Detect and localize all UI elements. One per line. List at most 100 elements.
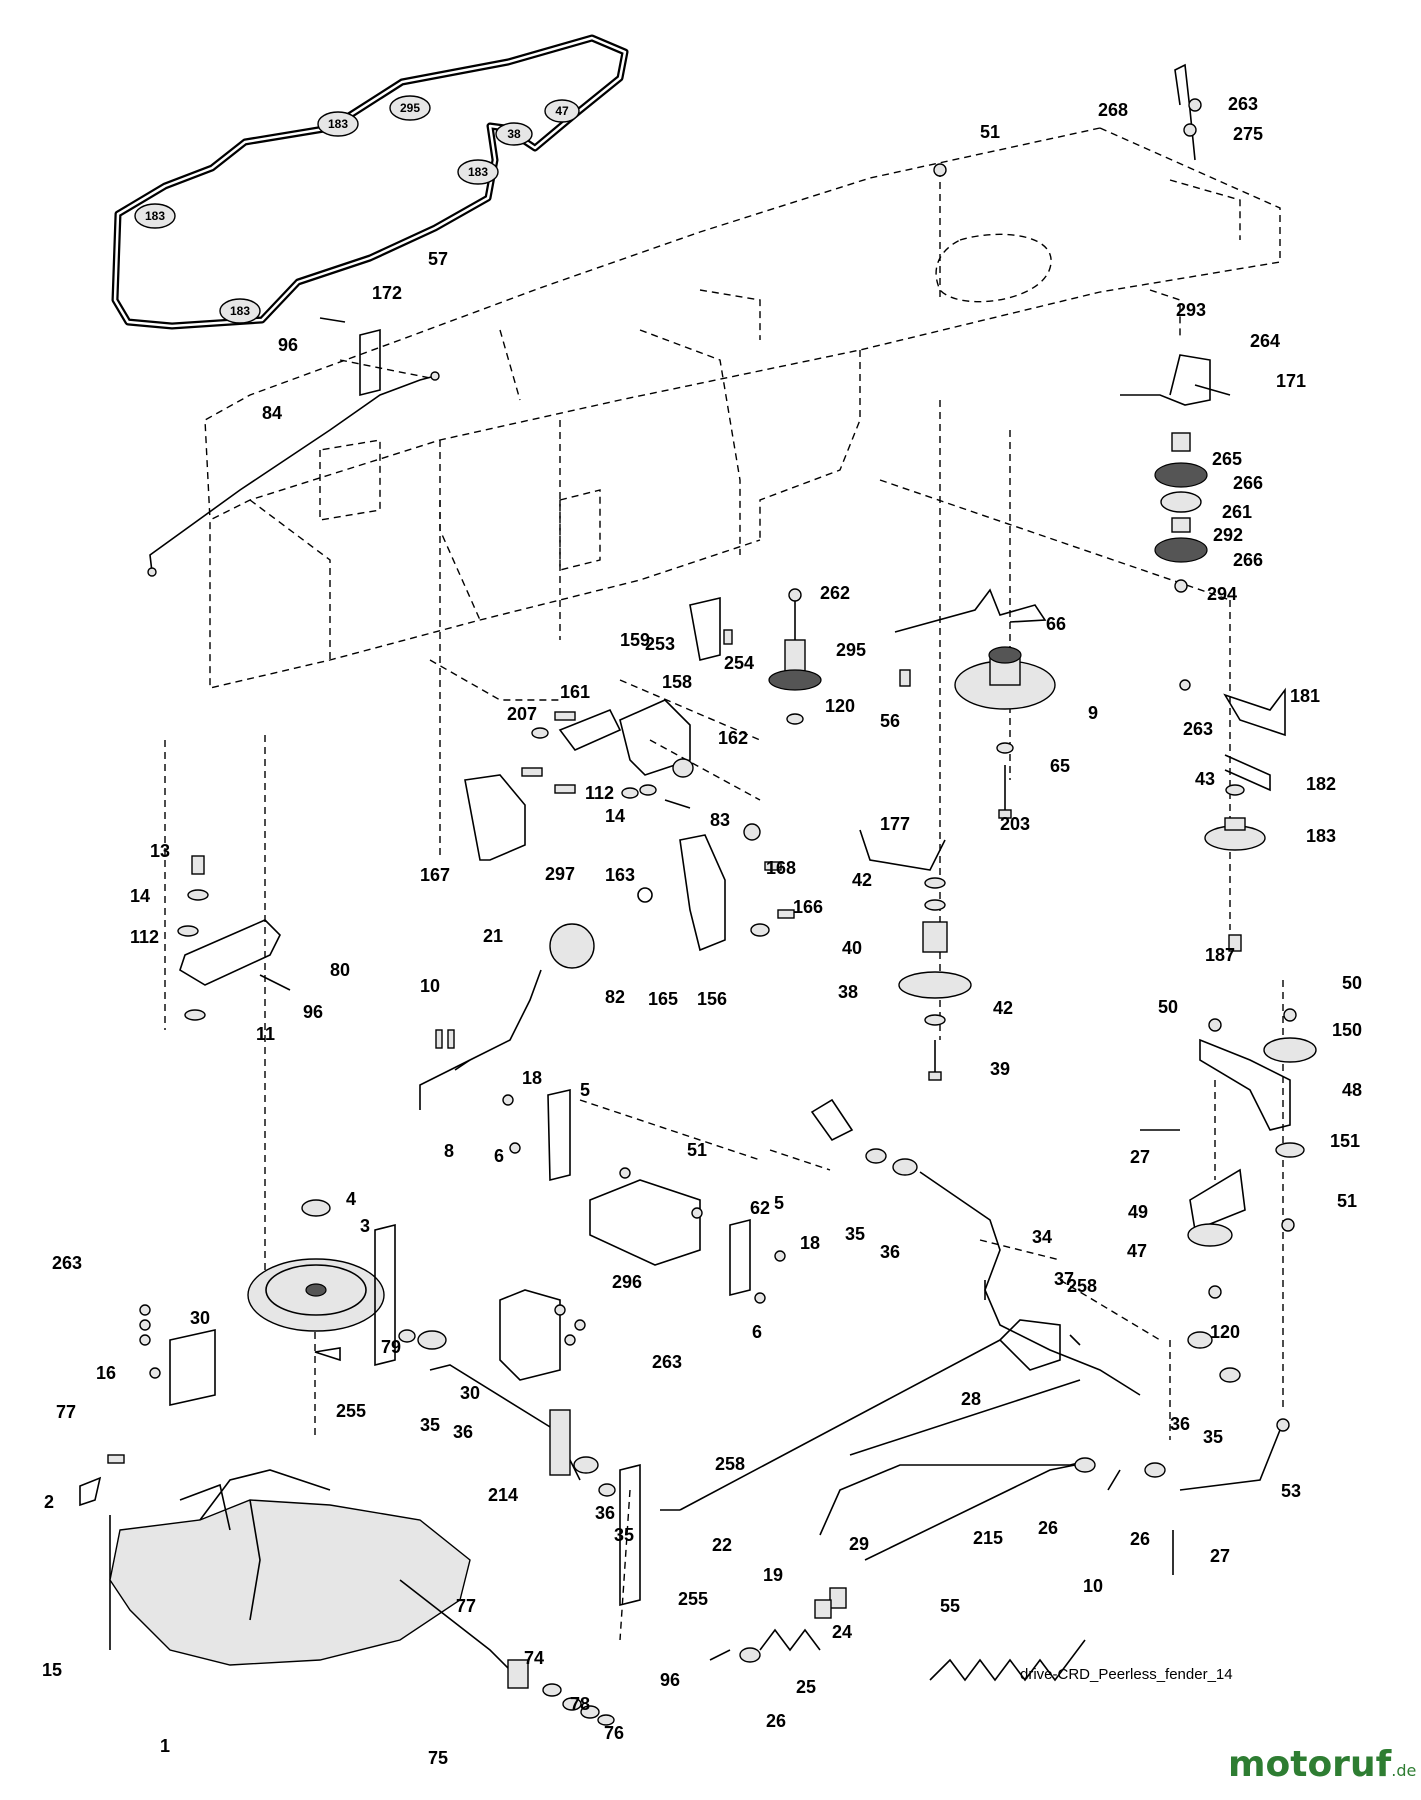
callout: 151: [1330, 1131, 1360, 1151]
callout: 6: [494, 1146, 504, 1166]
callout: 77: [56, 1402, 76, 1422]
callout: 26: [1130, 1529, 1150, 1549]
pulley-icon: 183: [134, 203, 176, 229]
callout: 22: [712, 1535, 732, 1555]
callout: 27: [1210, 1546, 1230, 1566]
callout: 297: [545, 864, 575, 884]
callout: 158: [662, 672, 692, 692]
callout: 55: [940, 1596, 960, 1616]
callout: 74: [524, 1648, 544, 1668]
callout: 65: [1050, 756, 1070, 776]
callout: 261: [1222, 502, 1252, 522]
callout: 96: [278, 335, 298, 355]
callout: 162: [718, 728, 748, 748]
callout: 255: [336, 1401, 366, 1421]
callout: 42: [852, 870, 872, 890]
callout: 51: [687, 1140, 707, 1160]
callout: 258: [1067, 1276, 1097, 1296]
callout: 76: [604, 1723, 624, 1743]
callout: 36: [453, 1422, 473, 1442]
callout: 265: [1212, 449, 1242, 469]
callout: 182: [1306, 774, 1336, 794]
callout: 9: [1088, 703, 1098, 723]
callout: 6: [752, 1322, 762, 1342]
callout: 255: [678, 1589, 708, 1609]
pulley-label: 183: [468, 165, 488, 179]
callout: 13: [150, 841, 170, 861]
callout: 19: [763, 1565, 783, 1585]
drive-belt: [111, 34, 629, 330]
callout: 292: [1213, 525, 1243, 545]
callout: 10: [420, 976, 440, 996]
callout: 35: [420, 1415, 440, 1435]
callout: 263: [1183, 719, 1213, 739]
callout: 156: [697, 989, 727, 1009]
callout: 5: [774, 1193, 784, 1213]
callout: 263: [52, 1253, 82, 1273]
callout: 49: [1128, 1202, 1148, 1222]
callout: 215: [973, 1528, 1003, 1548]
callout: 18: [522, 1068, 542, 1088]
callout: 167: [420, 865, 450, 885]
callout: 10: [1083, 1576, 1103, 1596]
callout: 26: [1038, 1518, 1058, 1538]
pulley-label: 47: [555, 104, 569, 118]
pulley-icon: 183: [317, 111, 359, 137]
callout: 181: [1290, 686, 1320, 706]
part-shapes: [79, 63, 1317, 1726]
callout: 77: [456, 1596, 476, 1616]
callout: 168: [766, 858, 796, 878]
watermark-tld: .de: [1391, 1761, 1417, 1780]
callout: 11: [256, 1024, 275, 1044]
pulley-label: 183: [230, 304, 250, 318]
callout: 262: [820, 583, 850, 603]
callout: 37: [1054, 1269, 1074, 1289]
pulley-label: 183: [328, 117, 348, 131]
callout: 112: [585, 783, 614, 803]
callout: 4: [346, 1189, 356, 1209]
callout: 295: [836, 640, 866, 660]
callout: 120: [825, 696, 855, 716]
callout: 187: [1205, 945, 1235, 965]
callout: 15: [42, 1660, 62, 1680]
diagram-caption: drive-CRD_Peerless_fender_14: [1020, 1666, 1233, 1683]
callout: 79: [381, 1337, 401, 1357]
callout: 266: [1233, 550, 1263, 570]
callout: 2: [44, 1492, 54, 1512]
callout: 16: [96, 1363, 116, 1383]
callout: 264: [1250, 331, 1280, 351]
callout: 51: [980, 122, 1000, 142]
callout: 29: [849, 1534, 869, 1554]
callout: 207: [507, 704, 537, 724]
callout: 163: [605, 865, 635, 885]
watermark-logo: motoruf.de: [1228, 1744, 1416, 1785]
callout: 38: [838, 982, 858, 1002]
pulley-icon: 183: [457, 159, 499, 185]
callout: 80: [330, 960, 350, 980]
pulley-label: 183: [145, 209, 165, 223]
watermark-name: motoruf: [1228, 1744, 1392, 1785]
callout: 112: [130, 927, 159, 947]
callout: 47: [1127, 1241, 1147, 1261]
callout: 177: [880, 814, 910, 834]
callout: 36: [880, 1242, 900, 1262]
leader-lines: [164, 170, 1284, 1641]
pulley-label: 295: [400, 101, 420, 115]
callout: 18: [800, 1233, 820, 1253]
callout: 14: [605, 806, 625, 826]
callout: 166: [793, 897, 823, 917]
callout: 183: [1306, 826, 1336, 846]
callout: 3: [360, 1216, 370, 1236]
callout: 1: [160, 1736, 170, 1756]
callout: 50: [1342, 973, 1362, 993]
callout: 214: [488, 1485, 518, 1505]
callout: 165: [648, 989, 678, 1009]
callout: 268: [1098, 100, 1128, 120]
callout: 96: [660, 1670, 680, 1690]
callout: 275: [1233, 124, 1263, 144]
callout: 161: [560, 682, 590, 702]
callout: 40: [842, 938, 862, 958]
callout: 34: [1032, 1227, 1052, 1247]
callout: 30: [460, 1383, 480, 1403]
